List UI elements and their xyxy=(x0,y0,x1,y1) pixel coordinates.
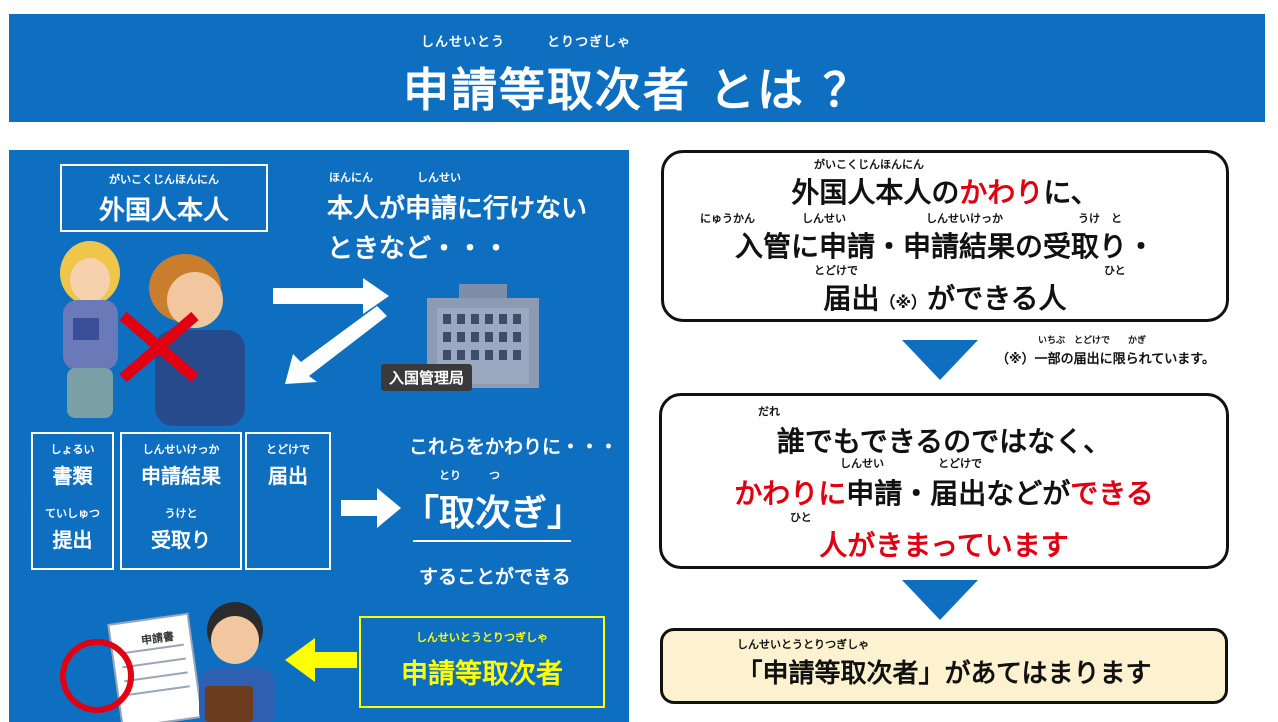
box1-line2: 入管に申請・申請結果の受取り・ xyxy=(734,230,1155,263)
arrow-illustration xyxy=(273,278,389,384)
footnote: （※）一部の届出に限られています。 xyxy=(996,352,1215,367)
task-box-notify: とどけで 届出 xyxy=(245,432,331,570)
box2-line2: かわりに申請・届出などができる xyxy=(734,477,1154,510)
down-arrow-1 xyxy=(902,340,978,380)
notify-ruby: とどけで xyxy=(266,443,310,456)
box2-ruby-1: だれ xyxy=(758,405,780,418)
proxy-ruby-2: つ xyxy=(489,469,500,482)
cannot-go-line1: 本人が申請に行けない xyxy=(327,194,588,224)
documents-label: 書類 xyxy=(52,464,93,488)
cannot-go-line2: ときなど・・・ xyxy=(327,234,510,264)
foreigner-label: 外国人本人 xyxy=(98,196,229,226)
box1-ruby-2c: しんせいけっか xyxy=(926,212,1003,225)
conclusion-box: しんせいとうとりつぎしゃ 「申請等取次者」があてはまります xyxy=(660,628,1228,704)
left-illustration-panel: がいこくじんほんにん 外国人本人 ほんにん しんせい 本人が申請に行けない とき… xyxy=(9,150,629,722)
title-ruby-right: とりつぎしゃ xyxy=(547,35,632,50)
foreigner-ruby: がいこくじんほんにん xyxy=(109,173,219,186)
agent-label: 申請等取次者 xyxy=(401,659,563,690)
yellow-arrow-icon xyxy=(285,638,357,682)
box2-ruby-2a: しんせい xyxy=(840,457,884,470)
down-arrow-2 xyxy=(902,580,978,620)
immigration-bureau-label: 入国管理局 xyxy=(381,364,473,391)
result-label: 申請結果 xyxy=(141,464,221,488)
box1-ruby-2d: うけ と xyxy=(1078,212,1122,225)
foreigner-label-box: がいこくじんほんにん 外国人本人 xyxy=(60,164,268,232)
box1-ruby-3a: とどけで xyxy=(814,264,858,277)
box3-line: 「申請等取次者」があてはまります xyxy=(736,659,1152,689)
receive-label: 受取り xyxy=(151,528,211,552)
agent-label-box: しんせいとうとりつぎしゃ 申請等取次者 xyxy=(359,616,605,708)
box2-ruby-2b: とどけで xyxy=(938,457,982,470)
box2-ruby-3: ひと xyxy=(790,511,812,524)
box1-ruby-2b: しんせい xyxy=(802,212,846,225)
box1-line3: 届出（※）ができる人 xyxy=(823,282,1067,315)
footnote-ruby: いちぶ とどけで かぎ xyxy=(1038,336,1147,346)
task-box-result: しんせいけっか 申請結果 うけと 受取り xyxy=(120,432,242,570)
proxy-underline xyxy=(413,540,571,542)
agent-person-illustration xyxy=(199,602,275,722)
result-ruby: しんせいけっか xyxy=(142,443,220,456)
foreign-person-illustration xyxy=(60,241,245,426)
title-banner: しんせいとう とりつぎしゃ 申請等取次者 とは ？ xyxy=(9,14,1265,122)
definition-box: がいこくじんほんにん 外国人本人のかわりに、 にゅうかん しんせい しんせいけっ… xyxy=(661,150,1229,322)
documents-ruby: しょるい xyxy=(50,443,95,456)
restriction-box: だれ 誰でもできるのではなく、 しんせい とどけで かわりに申請・届出などができ… xyxy=(659,393,1229,569)
notify-label: 届出 xyxy=(268,464,308,488)
box3-ruby: しんせいとうとりつぎしゃ xyxy=(737,638,870,651)
box1-line1: 外国人本人のかわりに、 xyxy=(791,176,1099,209)
box1-ruby-2a: にゅうかん xyxy=(700,212,755,225)
submit-label: 提出 xyxy=(52,528,93,552)
box2-line1: 誰でもできるのではなく、 xyxy=(776,425,1112,458)
agent-ruby: しんせいとうとりつぎしゃ xyxy=(415,631,549,644)
right-arrow-icon xyxy=(341,488,401,528)
cannot-ruby-2: しんせい xyxy=(417,171,461,184)
task-box-documents: しょるい 書類 ていしゅつ 提出 xyxy=(31,432,114,570)
proxy-tail: することができる xyxy=(419,566,571,588)
proxy-lead: これらをかわりに・・・ xyxy=(409,436,619,458)
box1-ruby-3b: ひと xyxy=(1104,264,1126,277)
proxy-ruby-1: とり xyxy=(439,469,461,482)
receive-ruby: うけと xyxy=(164,507,198,520)
cannot-ruby-1: ほんにん xyxy=(329,171,373,184)
box1-ruby-1: がいこくじんほんにん xyxy=(814,158,924,171)
title-ruby-left: しんせいとう xyxy=(421,35,506,50)
box2-line3: 人がきまっています xyxy=(819,529,1069,562)
page-title: 申請等取次者 とは ？ xyxy=(402,63,872,117)
submit-ruby: ていしゅつ xyxy=(45,507,100,520)
proxy-word: 「取次ぎ」 xyxy=(403,493,584,534)
application-form-illustration xyxy=(60,612,204,722)
